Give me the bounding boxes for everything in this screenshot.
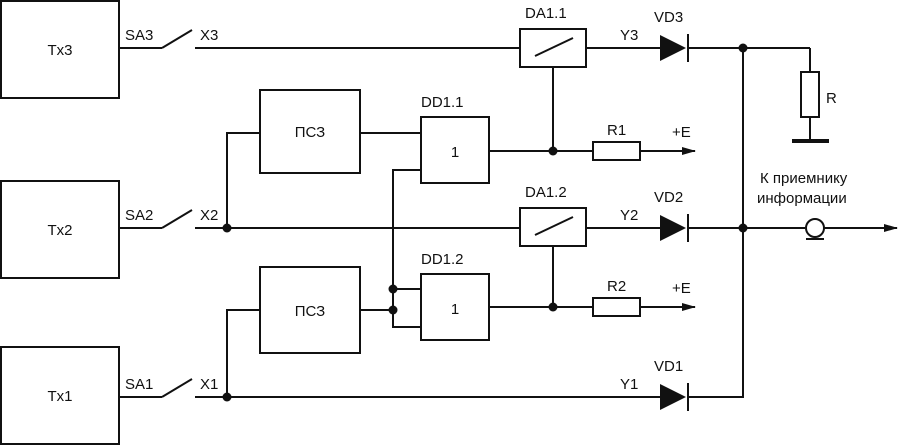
y1-label: Y1	[620, 376, 638, 393]
gate-dd1-1	[420, 116, 490, 184]
tx3-block	[0, 0, 120, 99]
sa3-switch	[161, 29, 193, 49]
diode-vd1	[660, 384, 686, 410]
sa1-label: SA1	[125, 376, 153, 393]
resistor-r	[800, 71, 820, 118]
psz-block-top	[259, 89, 361, 174]
y3-label: Y3	[620, 27, 638, 44]
junction-x2	[222, 223, 232, 233]
psz-block-bottom	[259, 266, 361, 354]
gate-dd1-2	[420, 273, 490, 341]
resistor-r1	[592, 141, 641, 161]
r-label: R	[826, 90, 837, 107]
junction-bus-top	[738, 43, 748, 53]
junction-bus-mid	[738, 223, 748, 233]
sa2-switch	[161, 209, 193, 229]
x3-label: X3	[200, 27, 218, 44]
plus-e-bottom: +E	[672, 280, 691, 297]
dd12-label: DD1.2	[421, 251, 464, 268]
sa3-label: SA3	[125, 27, 153, 44]
vd2-label: VD2	[654, 189, 683, 206]
gate-dd1-1-label: 1	[451, 144, 459, 161]
tx2-label: Tx2	[47, 222, 72, 239]
dd11-label: DD1.1	[421, 94, 464, 111]
junction-gate-a	[388, 284, 398, 294]
receiver-label-line1: К приемнику	[760, 170, 848, 187]
tx1-block	[0, 346, 120, 445]
output-connector	[805, 218, 825, 238]
r1-label: R1	[607, 122, 626, 139]
plus-e-top: +E	[672, 124, 691, 141]
tx3-label: Tx3	[47, 42, 72, 59]
sa1-switch	[161, 378, 193, 398]
da12-label: DA1.2	[525, 184, 567, 201]
psz-top-label: ПСЗ	[295, 124, 326, 141]
da11-label: DA1.1	[525, 5, 567, 22]
tx2-block	[0, 180, 120, 279]
diode-vd2	[660, 215, 686, 241]
diode-vd3	[660, 35, 686, 61]
psz-bottom-label: ПСЗ	[295, 303, 326, 320]
junction-gate-b	[388, 305, 398, 315]
gate-dd1-2-label: 1	[451, 301, 459, 318]
y2-label: Y2	[620, 207, 638, 224]
resistor-r2	[592, 297, 641, 317]
junction-x1	[222, 392, 232, 402]
sa2-label: SA2	[125, 207, 153, 224]
vd1-label: VD1	[654, 358, 683, 375]
x2-label: X2	[200, 207, 218, 224]
r2-label: R2	[607, 278, 626, 295]
x1-label: X1	[200, 376, 218, 393]
vd3-label: VD3	[654, 9, 683, 26]
tx1-label: Tx1	[47, 388, 72, 405]
receiver-label-line2: информации	[757, 190, 847, 207]
